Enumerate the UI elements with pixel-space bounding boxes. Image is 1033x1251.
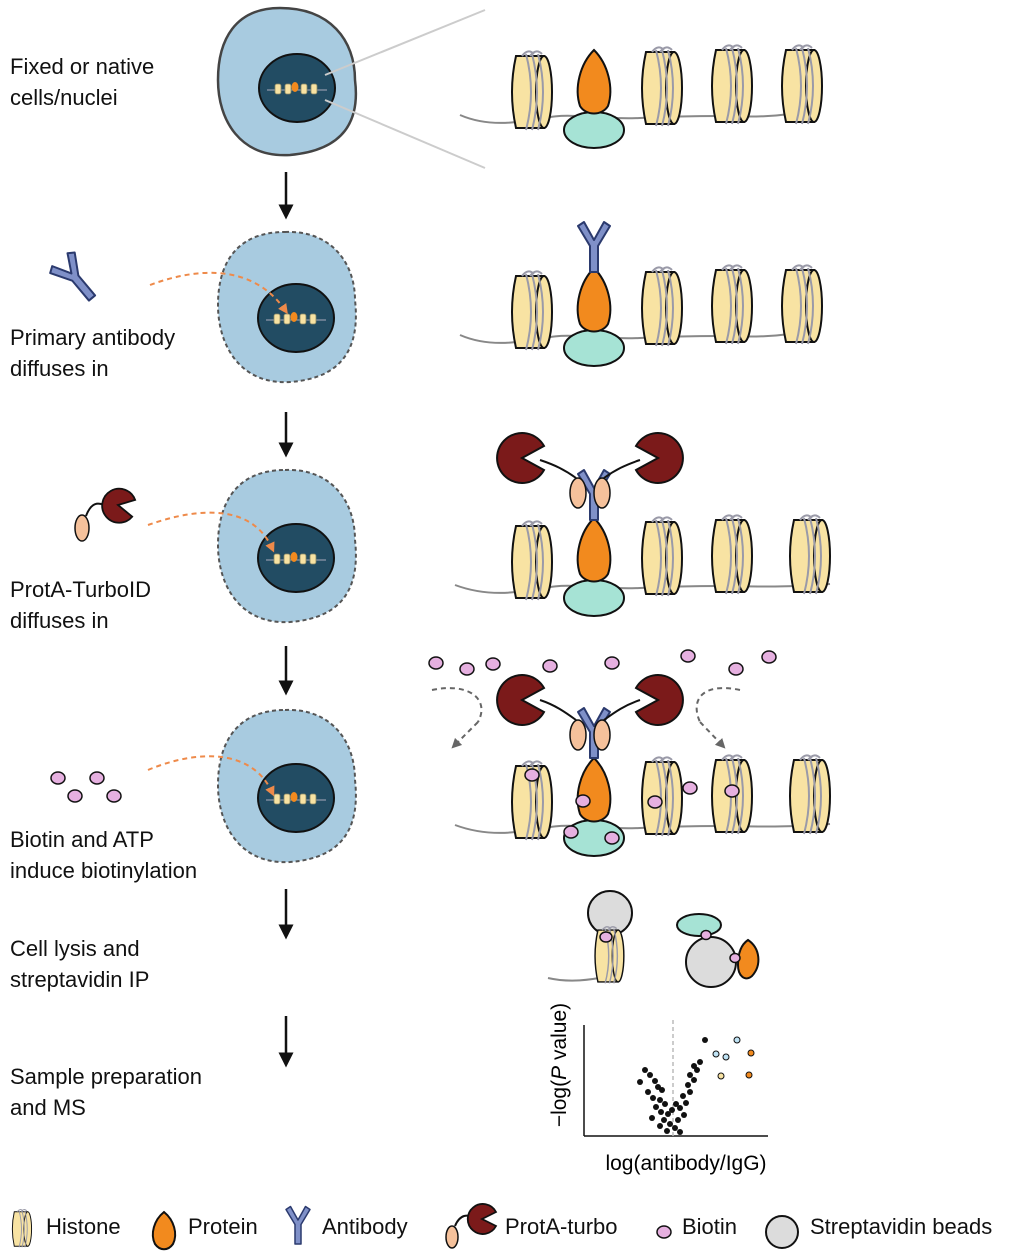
chromatin-3 [454,432,831,617]
cell-2 [149,230,357,384]
free-biotin [50,771,122,803]
volcano-plot: −log(P value) log(antibody/IgG) [548,1003,768,1175]
volcano-points [637,1037,708,1135]
antibody-free [46,248,106,310]
legend-protein-icon [151,1210,177,1251]
legend: Histone Protein Antibody ProtA-turbo Bio… [8,1206,1028,1250]
legend-icons [11,1203,799,1251]
step-1-label: Fixed or native cells/nuclei [10,54,155,110]
streptavidin-ip [547,890,760,988]
legend-antibody-label: Antibody [322,1214,408,1239]
legend-protein-label: Protein [188,1214,258,1239]
legend-biotin-icon [656,1225,672,1239]
legend-histone-label: Histone [46,1214,121,1239]
volcano-xlabel: log(antibody/IgG) [605,1152,766,1175]
cell-4 [147,708,357,864]
step-6-label: Sample preparation and MS [10,1064,203,1120]
step-3-label: ProtA-TurboID diffuses in [10,577,152,633]
step-4-label: Biotin and ATP induce biotinylation [10,827,198,883]
volcano-ylabel: −log(P value) [548,1003,571,1127]
step-5-label: Cell lysis and streptavidin IP [10,936,150,992]
volcano-hits [712,1036,755,1080]
legend-prota-turbo-icon [445,1203,498,1249]
chromatin-4 [428,649,831,857]
legend-biotin-label: Biotin [682,1214,738,1239]
chromatin-2 [459,221,823,367]
step-2-label: Primary antibody diffuses in [10,325,176,381]
legend-bead-icon [765,1215,799,1249]
chromatin-1 [459,44,823,149]
cell-3 [147,468,357,624]
legend-beads-label: Streptavidin beads [810,1214,993,1239]
cell-1 [216,6,486,169]
legend-prota-turbo-label: ProtA-turbo [505,1214,618,1239]
prota-turbo-free [74,487,137,542]
